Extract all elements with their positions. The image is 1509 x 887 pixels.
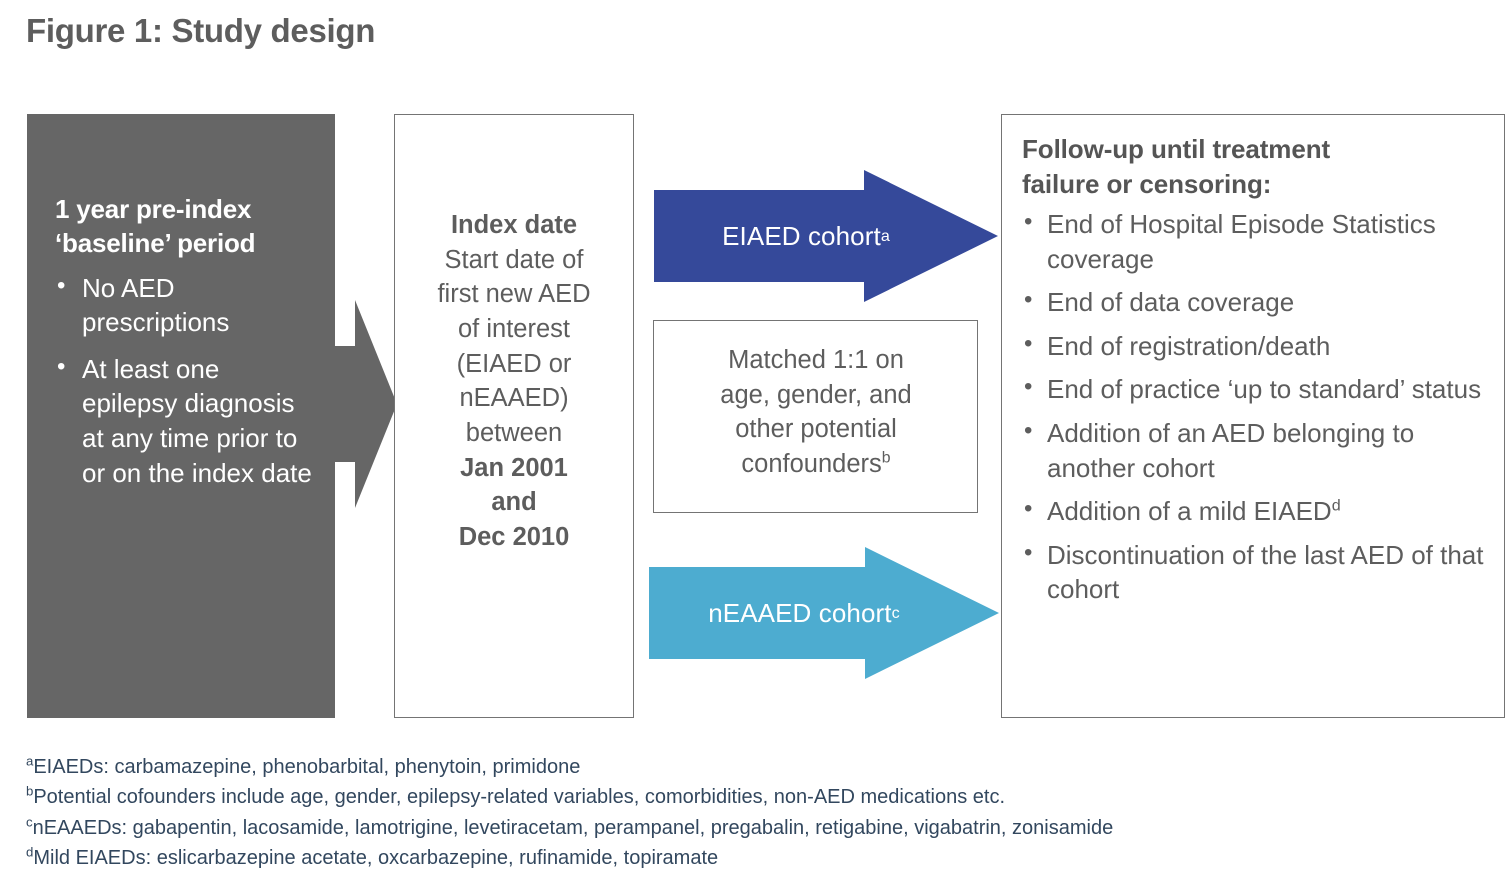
index-date-end: Dec 2010 <box>458 523 570 552</box>
footnote-text: Potential cofounders include age, gender… <box>33 786 1006 809</box>
footnote-marker: d <box>26 844 34 860</box>
footnote-marker: b <box>26 783 34 799</box>
index-date-start: Jan 2001 <box>460 453 568 482</box>
baseline-heading-line1: 1 year pre-index <box>55 194 252 224</box>
baseline-heading-line2: ‘baseline’ period <box>55 228 256 259</box>
baseline-content: 1 year pre-index ‘baseline’ period No AE… <box>55 192 317 502</box>
list-item-text: Addition of a mild EIAED <box>1047 496 1332 527</box>
list-item: At least one epilepsy diagnosis at any t… <box>55 351 317 490</box>
list-item-text: End of Hospital Episode Statistics cover… <box>1047 209 1436 274</box>
list-item: End of registration/death <box>1022 328 1492 364</box>
index-date-line: between <box>465 419 563 448</box>
index-date-line: (EIAED or <box>456 349 572 378</box>
list-item-superscript: d <box>1331 496 1341 515</box>
list-item: Addition of an AED belonging to another … <box>1022 415 1492 485</box>
list-item: No AED prescriptions <box>55 270 317 340</box>
footnote-marker: a <box>26 753 34 769</box>
index-date-and: and <box>491 488 537 517</box>
matched-line: age, gender, and <box>720 380 912 409</box>
followup-heading-line1: Follow-up until treatment <box>1022 134 1331 164</box>
followup-bullet-list: End of Hospital Episode Statistics cover… <box>1022 206 1492 607</box>
neaaed-cohort-arrow: nEAAED cohortc <box>649 547 999 679</box>
index-date-content: Index date Start date of first new AED o… <box>405 208 623 555</box>
list-item-text: Discontinuation of the last AED of that … <box>1047 539 1484 605</box>
footnote-text: Mild EIAEDs: eslicarbazepine acetate, ox… <box>33 847 719 870</box>
matched-criteria-content: Matched 1:1 on age, gender, and other po… <box>666 343 966 482</box>
grey-connector-arrow <box>325 300 397 508</box>
footnote-text: nEAAEDs: gabapentin, lacosamide, lamotri… <box>32 816 1114 839</box>
page-title: Figure 1: Study design <box>26 12 376 49</box>
footnote-text: EIAEDs: carbamazepine, phenobarbital, ph… <box>33 756 581 778</box>
index-date-line: Start date of <box>444 245 584 274</box>
footnote-marker: c <box>26 814 33 830</box>
index-date-box: Index date Start date of first new AED o… <box>394 114 634 718</box>
footnote-a: aEIAEDs: carbamazepine, phenobarbital, p… <box>26 752 1486 782</box>
matched-superscript: b <box>881 449 891 467</box>
list-item: End of practice ‘up to standard’ status <box>1022 371 1492 407</box>
list-item: End of Hospital Episode Statistics cover… <box>1022 206 1492 276</box>
index-date-line: nEAAED) <box>459 384 569 413</box>
matched-line: confounders <box>741 450 882 479</box>
followup-heading: Follow-up until treatment failure or cen… <box>1022 132 1492 201</box>
matched-line-last: confoundersb <box>666 447 966 482</box>
baseline-bullet-list: No AED prescriptions At least one epilep… <box>55 270 317 490</box>
followup-box: Follow-up until treatment failure or cen… <box>1001 114 1505 718</box>
followup-heading-line2: failure or censoring: <box>1022 168 1272 199</box>
list-item: End of data coverage <box>1022 284 1492 320</box>
footnote-d: dMild EIAEDs: eslicarbazepine acetate, o… <box>26 843 1486 873</box>
matched-line: other potential <box>735 415 897 444</box>
baseline-heading: 1 year pre-index ‘baseline’ period <box>55 192 317 261</box>
index-date-line: of interest <box>458 315 570 344</box>
index-date-heading: Index date <box>450 211 578 239</box>
index-date-line: first new AED <box>437 280 591 309</box>
matched-criteria-box: Matched 1:1 on age, gender, and other po… <box>653 320 978 513</box>
baseline-period-box: 1 year pre-index ‘baseline’ period No AE… <box>27 114 335 718</box>
list-item-text: End of practice ‘up to standard’ status <box>1047 374 1482 405</box>
list-item: Discontinuation of the last AED of that … <box>1022 537 1492 607</box>
matched-line: Matched 1:1 on <box>728 346 904 374</box>
list-item-text: Addition of an AED belonging to another … <box>1047 418 1415 483</box>
followup-content: Follow-up until treatment failure or cen… <box>1022 132 1492 616</box>
list-item: Addition of a mild EIAEDd <box>1022 493 1492 529</box>
list-item-text: End of data coverage <box>1047 287 1295 318</box>
footnotes: aEIAEDs: carbamazepine, phenobarbital, p… <box>26 752 1486 874</box>
footnote-c: cnEAAEDs: gabapentin, lacosamide, lamotr… <box>26 813 1486 843</box>
footnote-b: bPotential cofounders include age, gende… <box>26 782 1486 812</box>
list-item-text: End of registration/death <box>1047 330 1331 361</box>
